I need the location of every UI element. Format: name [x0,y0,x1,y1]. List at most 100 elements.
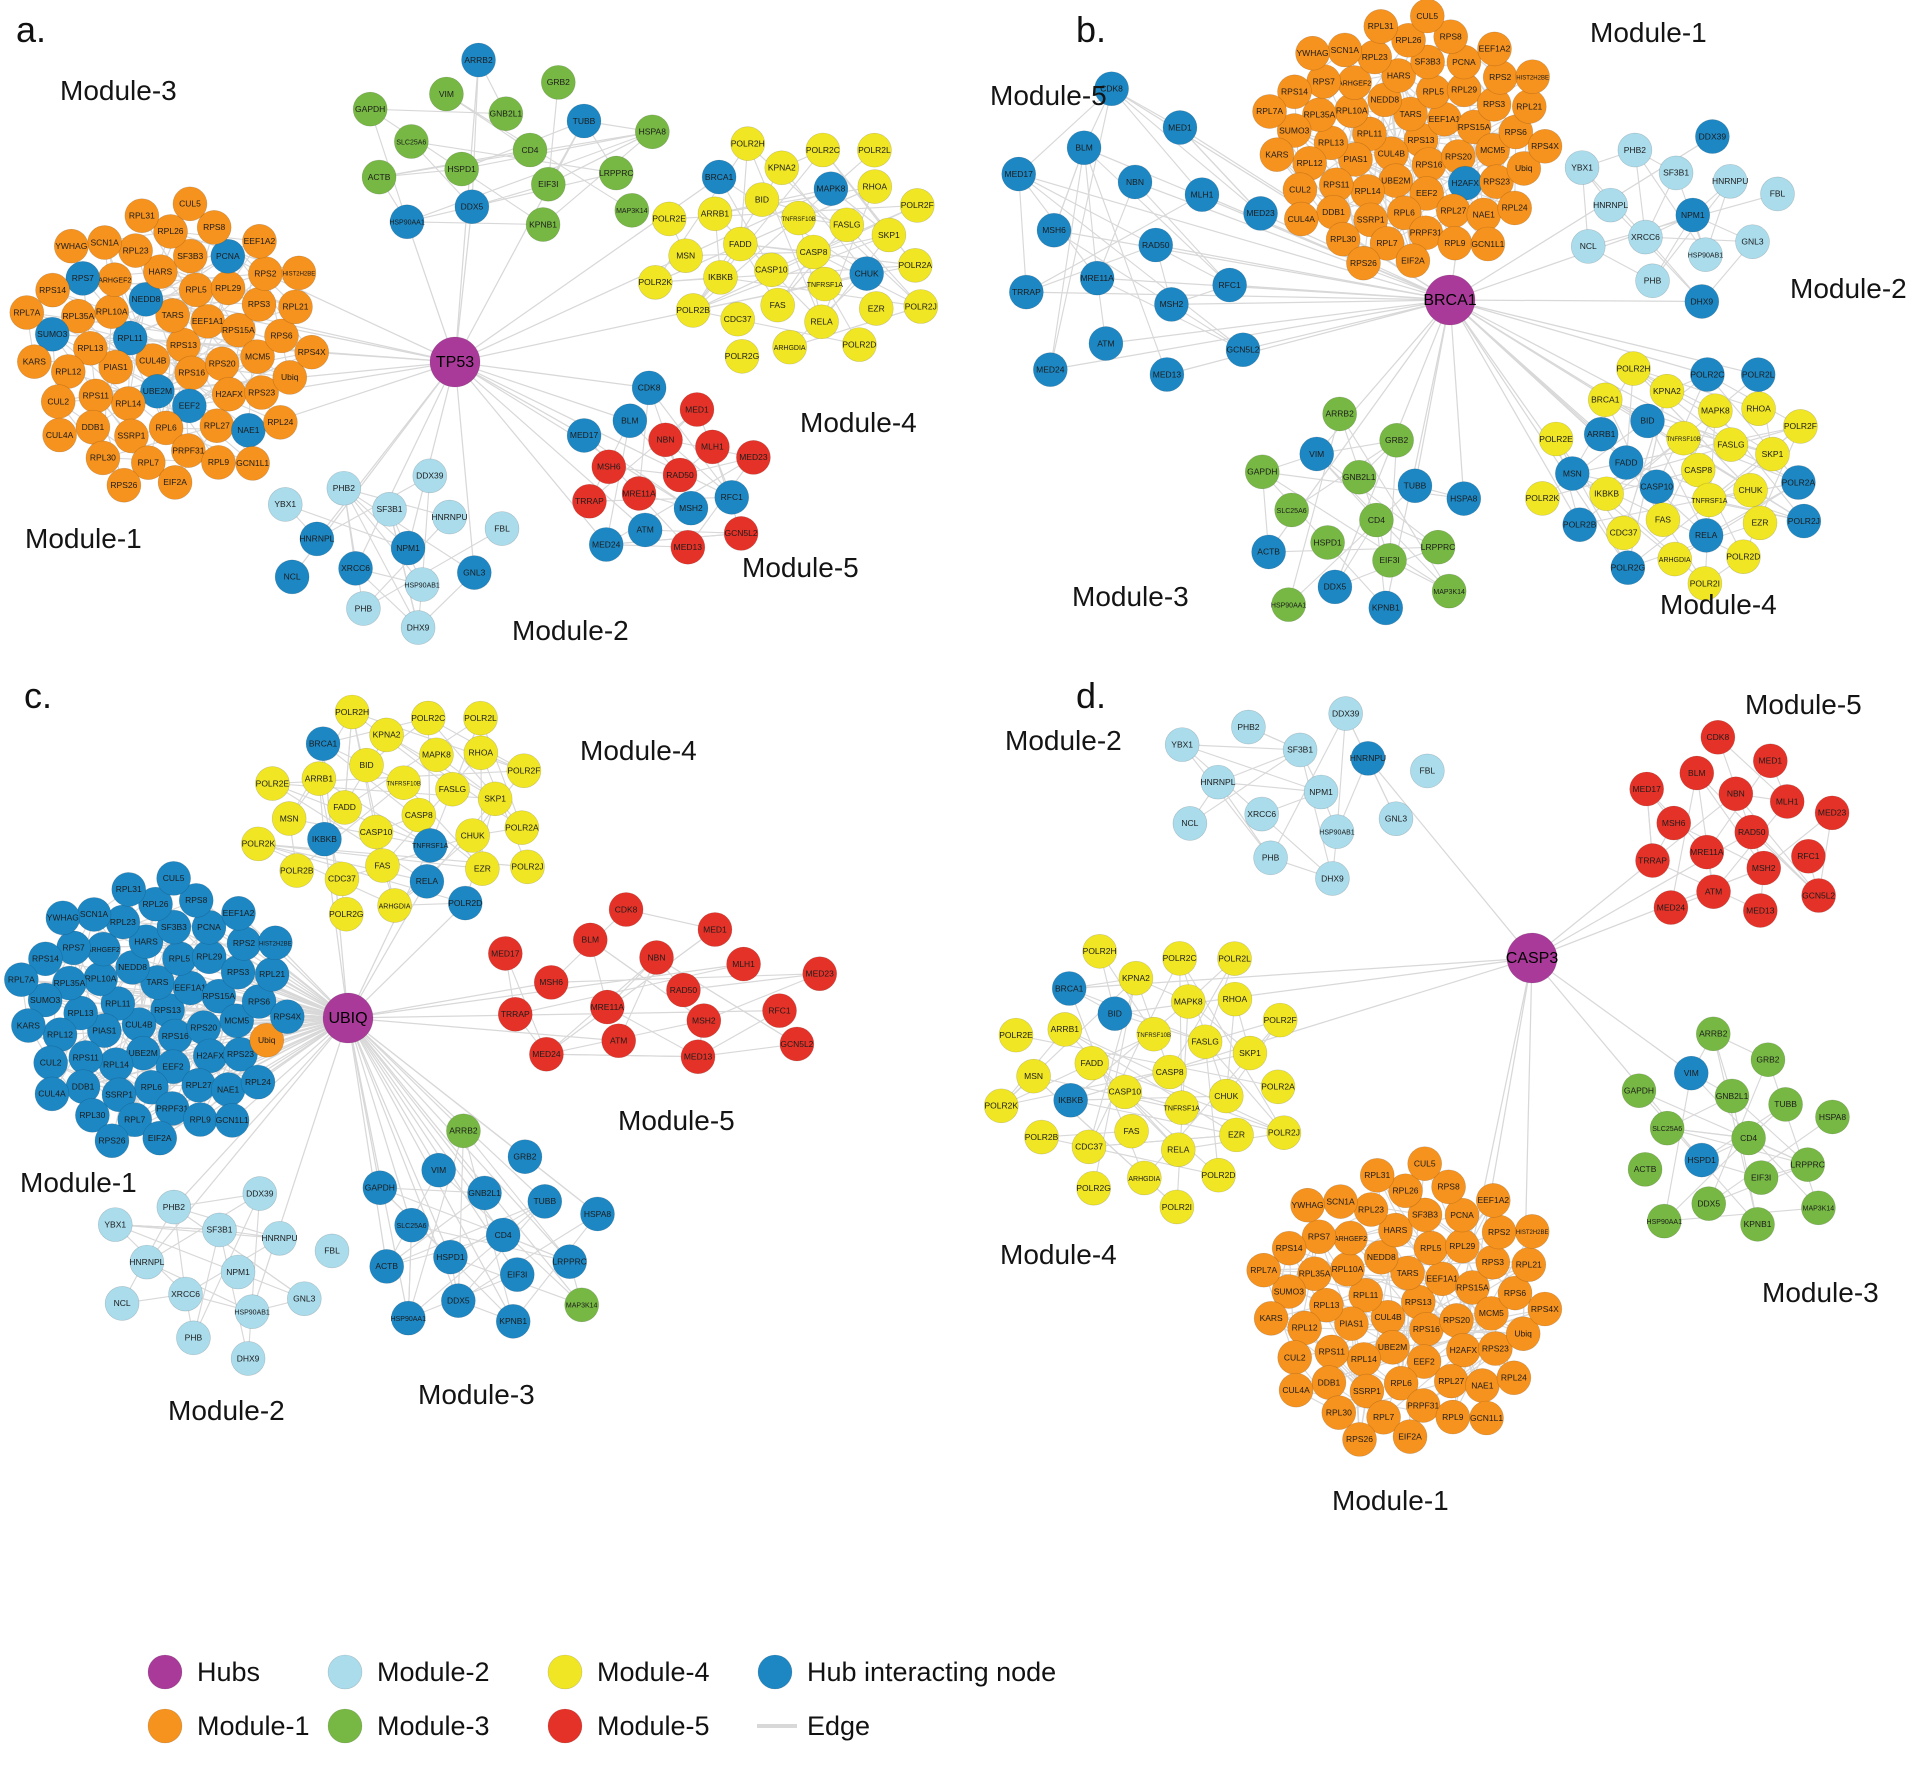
node-TARS: TARS [1390,1255,1425,1291]
hub-node-TP53: TP53 [429,336,481,388]
node-GRB2: GRB2 [507,1139,543,1174]
node-CD4: CD4 [512,132,548,168]
node-label: RPL7A [8,974,35,984]
node-BLM: BLM [1679,755,1715,791]
edge [546,929,716,1055]
node-label: DDX39 [1699,131,1727,141]
node-label: EEF1A1 [192,316,224,326]
node-RAD50: RAD50 [662,457,698,493]
node-RPS26: RPS26 [1342,1422,1377,1457]
node-label: RPS7 [1313,76,1335,86]
node-NPM1: NPM1 [390,530,426,566]
node-SKP1: SKP1 [1755,436,1790,472]
node-TNFRSF10B: TNFRSF10B [781,200,816,236]
node-CDC37: CDC37 [1071,1129,1107,1165]
node-label: CDK8 [1100,84,1123,94]
hub-edge [1531,957,1692,1074]
node-label: SCN1A [1331,45,1360,55]
node-NPM1: NPM1 [1675,197,1711,233]
node-POLR2C: POLR2C [410,700,446,736]
node-HNRNPL: HNRNPL [129,1244,165,1280]
node-label: FASLG [833,220,860,230]
node-label: RPS6 [248,996,270,1006]
node-label: RPS8 [1440,32,1462,42]
node-MAP3K14: MAP3K14 [564,1287,599,1323]
node-label: RPL6 [1391,1378,1413,1388]
node-ARHGEF2: ARHGEF2 [1337,65,1372,100]
node-MED24: MED24 [1033,352,1068,387]
node-HARS: HARS [143,254,178,289]
node-label: UBE2M [1381,175,1410,185]
node-MAPK8: MAPK8 [419,737,454,773]
node-RPS6: RPS6 [1497,1275,1533,1311]
edge [1663,1073,1692,1222]
node-BLM: BLM [1066,130,1102,166]
node-label: Ubiq [1514,1329,1532,1339]
node-label: POLR2L [1218,953,1251,963]
node-label: VIM [439,89,454,99]
edge [1204,1041,1220,1176]
node-label: GRB2 [1385,435,1408,445]
node-BID: BID [349,747,384,783]
edge [1018,173,1244,351]
node-label: CHUK [1739,485,1763,495]
hub-label: BRCA1 [1423,292,1476,309]
edge [781,167,868,274]
node-CDK8: CDK8 [1094,71,1129,107]
node-KPNA2: KPNA2 [369,717,404,753]
node-label: MLH1 [732,959,755,969]
node-label: POLR2E [652,214,686,224]
node-label: POLR2F [1784,421,1817,431]
node-RPL13: RPL13 [73,330,108,366]
edge [1181,744,1272,859]
node-label: HNRNPL [1593,200,1628,210]
node-label: KARS [1265,149,1288,159]
node-label: RPL5 [169,953,191,963]
legend-item-0: Hubs [147,1654,260,1690]
node-label: POLR2D [1202,1170,1236,1180]
node-POLR2H: POLR2H [1082,934,1117,969]
node-label: MCM5 [224,1016,249,1026]
node-label: BID [755,194,769,204]
hub-edge [1449,299,1702,303]
node-label: CUL5 [1414,1159,1436,1169]
node-YBX1: YBX1 [97,1207,133,1242]
node-DDX39: DDX39 [242,1176,278,1211]
node-MLH1: MLH1 [726,946,761,982]
node-ARRB1: ARRB1 [301,761,337,796]
node-GCN5L2: GCN5L2 [1801,878,1836,913]
node-label: MSH6 [1042,225,1066,235]
node-label: NEDD8 [1370,95,1399,105]
node-TRRAP: TRRAP [1635,843,1670,878]
hub-edge [347,1017,452,1258]
edge [1268,546,1439,553]
node-HSP90AB1: HSP90AB1 [1319,814,1355,849]
node-PRPF31: PRPF31 [171,433,206,468]
node-NEDD8: NEDD8 [128,282,164,317]
node-label: MAPK8 [1701,406,1730,416]
legend-item-7: Edge [757,1711,870,1741]
node-label: ARRB1 [701,209,730,219]
node-label: EIF3I [538,179,558,189]
node-VIM: VIM [421,1152,456,1188]
node-ARHGDIA: ARHGDIA [1127,1160,1162,1196]
node-label: PIAS1 [92,1025,116,1035]
node-CUL5: CUL5 [1410,0,1445,34]
node-label: POLR2K [984,1101,1018,1111]
node-RHOA: RHOA [463,735,499,771]
node-MSN: MSN [271,801,307,836]
node-label: MED13 [1746,905,1775,915]
node-NAE1: NAE1 [1466,197,1502,233]
node-label: MSN [1563,468,1582,478]
node-RPL24: RPL24 [240,1064,276,1100]
node-RPS6: RPS6 [264,318,299,354]
node-label: MRE11A [591,1002,625,1012]
node-GNB2L1: GNB2L1 [488,96,524,132]
node-label: EIF3I [507,1269,527,1279]
node-HARS: HARS [128,924,164,959]
node-label: EIF2A [148,1133,172,1143]
node-label: RHOA [1223,994,1248,1004]
node-label: RPL24 [267,417,293,427]
node-SUMO3: SUMO3 [1276,113,1312,148]
